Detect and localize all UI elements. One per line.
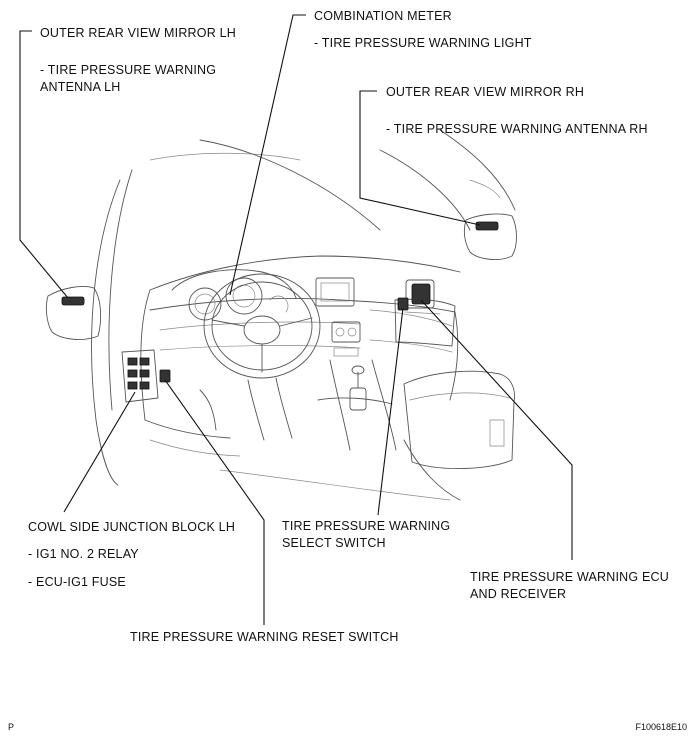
- label-ig1-relay: - IG1 NO. 2 RELAY: [28, 547, 139, 561]
- ecu-receiver-part: [411, 283, 431, 305]
- reset-switch-part: [159, 369, 171, 383]
- label-antenna-rh: - TIRE PRESSURE WARNING ANTENNA RH: [386, 122, 648, 136]
- label-reset-switch: TIRE PRESSURE WARNING RESET SWITCH: [130, 630, 399, 644]
- label-warning-light: - TIRE PRESSURE WARNING LIGHT: [314, 36, 532, 50]
- figure-id: F100618E10: [635, 722, 687, 732]
- label-antenna-lh-line2: ANTENNA LH: [40, 80, 121, 94]
- antenna-rh-part: [475, 221, 499, 231]
- leader-lines: [19, 14, 573, 625]
- vehicle-interior-illustration: [45, 129, 517, 501]
- label-ecu-receiver-line2: AND RECEIVER: [470, 587, 566, 601]
- label-antenna-lh-line1: - TIRE PRESSURE WARNING: [40, 63, 216, 77]
- page-marker: P: [8, 722, 14, 732]
- antenna-lh-part: [61, 296, 85, 306]
- label-select-switch-line1: TIRE PRESSURE WARNING: [282, 519, 450, 533]
- cowl-junction-block-part: [121, 349, 159, 403]
- label-ecu-fuse: - ECU-IG1 FUSE: [28, 575, 126, 589]
- label-select-switch-line2: SELECT SWITCH: [282, 536, 386, 550]
- label-outer-mirror-lh: OUTER REAR VIEW MIRROR LH: [40, 26, 236, 40]
- label-outer-mirror-rh: OUTER REAR VIEW MIRROR RH: [386, 85, 584, 99]
- label-cowl-junction: COWL SIDE JUNCTION BLOCK LH: [28, 520, 235, 534]
- callout-labels: OUTER REAR VIEW MIRROR LH - TIRE PRESSUR…: [28, 9, 669, 644]
- label-ecu-receiver-line1: TIRE PRESSURE WARNING ECU: [470, 570, 669, 584]
- label-combination-meter: COMBINATION METER: [314, 9, 452, 23]
